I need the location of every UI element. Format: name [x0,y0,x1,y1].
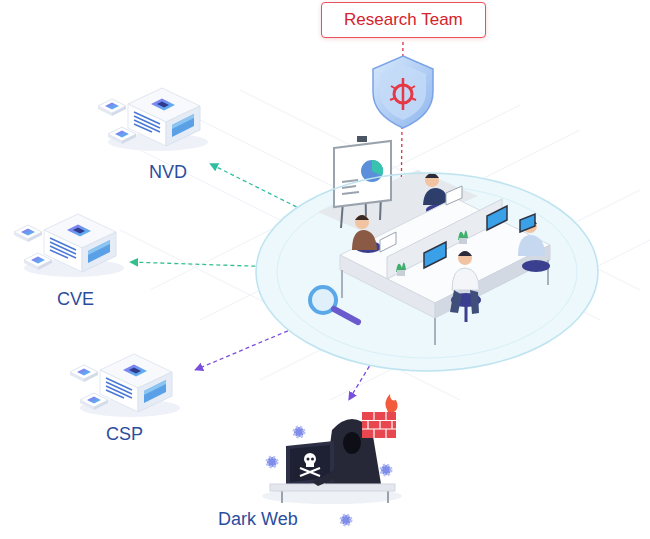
server-icons [14,88,208,417]
dashed-arrow [210,164,297,207]
hub-outline [255,172,599,372]
research-hub: Research Team [255,172,599,372]
nvd-source: NVD [95,80,210,190]
dashed-arrow [195,331,288,370]
dashed-arrow [130,262,255,266]
source-label: CSP [106,424,143,446]
source-label: Dark Web [218,509,298,531]
dashed-arrow [349,366,370,400]
floor-grid [120,90,650,400]
hub-ground [255,172,599,372]
csp-source: CSP [65,345,195,450]
office-scene [310,136,550,345]
source-label: CVE [57,289,94,311]
source-label: NVD [149,162,187,184]
cve-source: CVE [10,205,130,315]
team-label: Research Team [321,2,486,38]
hacker-scene [262,394,402,525]
shield-icon [373,56,433,128]
hub-outline-ellipse [256,173,598,371]
dark-web-source: Dark Web [205,400,410,535]
